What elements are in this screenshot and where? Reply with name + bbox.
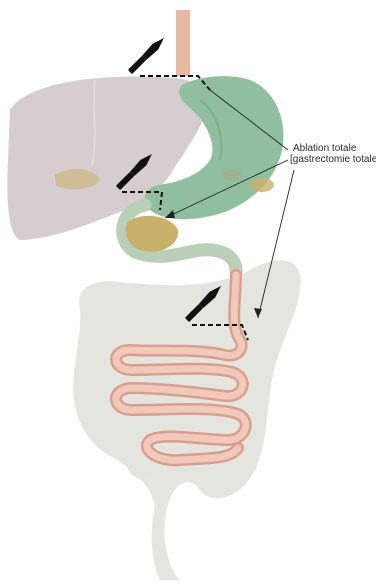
- esophagus: [176, 10, 190, 76]
- annotation-line-1: Ablation totale: [293, 143, 356, 154]
- pancreas-tip: [250, 178, 274, 192]
- stomach-spot: [223, 169, 241, 181]
- pancreas-head: [126, 216, 178, 252]
- annotation-line-2: [gastrectomie totale]: [290, 154, 376, 165]
- colon: [73, 260, 301, 580]
- scalpel-icon: [127, 35, 167, 75]
